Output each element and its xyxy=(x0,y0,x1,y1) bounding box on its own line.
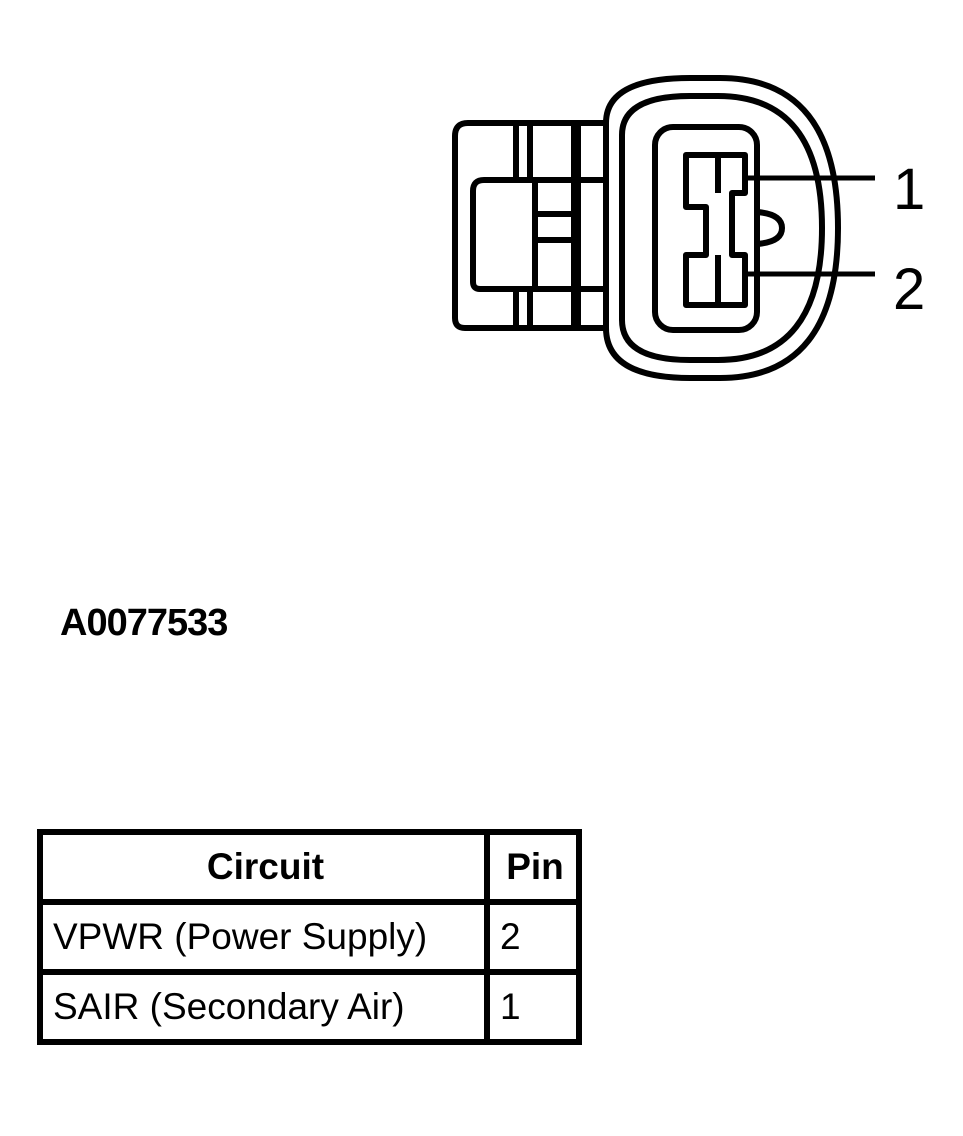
pinout-table: Circuit Pin VPWR (Power Supply) 2 SAIR (… xyxy=(37,829,582,1045)
header-circuit: Circuit xyxy=(37,829,490,905)
figure-id: A0077533 xyxy=(60,602,228,644)
circuit-cell: SAIR (Secondary Air) xyxy=(37,969,490,1045)
pin-cell: 1 xyxy=(484,969,582,1045)
table-row: VPWR (Power Supply) 2 xyxy=(37,899,582,975)
connector-diagram: 1 2 xyxy=(452,75,925,381)
table-row: SAIR (Secondary Air) 1 xyxy=(37,969,582,1045)
pin-1-label: 1 xyxy=(893,157,925,222)
header-pin: Pin xyxy=(484,829,582,905)
connector-body xyxy=(452,75,875,381)
circuit-cell: VPWR (Power Supply) xyxy=(37,899,490,975)
pin-2-label: 2 xyxy=(893,257,925,322)
table-header-row: Circuit Pin xyxy=(37,829,582,905)
pin-cell: 2 xyxy=(484,899,582,975)
